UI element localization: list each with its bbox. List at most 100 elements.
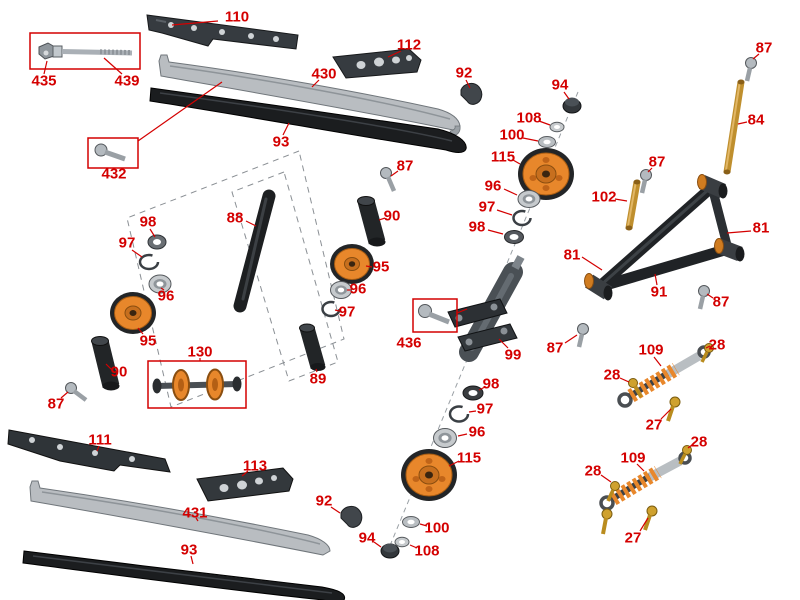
leader-line <box>654 273 658 286</box>
callout-97-20[interactable]: 97 <box>339 304 356 321</box>
callout-28-49[interactable]: 28 <box>604 367 621 384</box>
callout-92-38[interactable]: 92 <box>316 493 333 510</box>
callout-90-12[interactable]: 90 <box>111 364 128 381</box>
callout-100-35[interactable]: 100 <box>424 520 449 537</box>
callout-87-16[interactable]: 87 <box>397 158 414 175</box>
leader-line <box>456 308 468 314</box>
callout-87-13[interactable]: 87 <box>48 396 65 413</box>
callout-90-17[interactable]: 90 <box>384 208 401 225</box>
spacer-90-right <box>357 196 386 247</box>
roller-assembly-130 <box>152 368 242 401</box>
callout-28-53[interactable]: 28 <box>585 463 602 480</box>
leader-line <box>614 198 628 202</box>
callout-88-14[interactable]: 88 <box>227 210 244 227</box>
bolt-87-arm-left <box>576 323 589 348</box>
callout-97-9[interactable]: 97 <box>119 235 136 252</box>
callout-81-43[interactable]: 81 <box>564 247 581 264</box>
wear-rail-430 <box>158 54 461 137</box>
callout-99-29[interactable]: 99 <box>505 347 522 364</box>
leader-line <box>387 50 402 58</box>
tie-rod-84 <box>723 79 745 175</box>
leader-line <box>468 410 477 413</box>
ring-98-center-top <box>504 230 524 244</box>
leader-line <box>581 256 603 271</box>
callout-97-32[interactable]: 97 <box>477 401 494 418</box>
callout-28-50[interactable]: 28 <box>709 337 726 354</box>
callout-87-47[interactable]: 87 <box>547 340 564 357</box>
callout-28-54[interactable]: 28 <box>691 434 708 451</box>
callout-109-48[interactable]: 109 <box>638 342 663 359</box>
callout-96-19[interactable]: 96 <box>350 281 367 298</box>
callout-111-56[interactable]: 111 <box>88 432 111 449</box>
leader-line <box>619 377 630 383</box>
backer-plate-113 <box>196 467 294 502</box>
callout-89-21[interactable]: 89 <box>310 371 327 388</box>
ski-93-top <box>149 87 467 153</box>
spacer-89 <box>299 323 326 371</box>
callout-92-5[interactable]: 92 <box>456 65 473 82</box>
callout-431-58[interactable]: 431 <box>182 505 207 522</box>
callout-27-51[interactable]: 27 <box>646 417 663 434</box>
ring-98-center-bottom <box>462 385 484 401</box>
leader-line <box>282 122 290 136</box>
callout-96-26[interactable]: 96 <box>485 178 502 195</box>
callout-108-36[interactable]: 108 <box>414 543 439 560</box>
callout-94-37[interactable]: 94 <box>359 530 376 547</box>
leader-line <box>563 91 570 100</box>
group-box-435-439[interactable] <box>29 32 141 70</box>
callout-113-57[interactable]: 113 <box>243 458 267 475</box>
callout-435-1[interactable]: 435 <box>31 73 56 90</box>
callout-98-8[interactable]: 98 <box>140 214 157 231</box>
callout-430-4[interactable]: 430 <box>311 66 336 83</box>
callout-432-7[interactable]: 432 <box>101 166 126 183</box>
leader-line <box>660 408 672 420</box>
leader-line <box>137 327 144 335</box>
callout-109-52[interactable]: 109 <box>620 450 645 467</box>
callout-98-31[interactable]: 98 <box>483 376 500 393</box>
callout-93-59[interactable]: 93 <box>181 542 198 559</box>
callout-102-41[interactable]: 102 <box>591 189 616 206</box>
bolt-87-left <box>65 382 88 402</box>
bolt-87-top-right <box>744 57 757 82</box>
leader-line <box>465 79 471 89</box>
callout-115-25[interactable]: 115 <box>491 149 515 166</box>
callout-100-24[interactable]: 100 <box>499 127 524 144</box>
spindle-99 <box>447 255 525 362</box>
callout-93-6[interactable]: 93 <box>273 134 290 151</box>
callout-439-2[interactable]: 439 <box>114 73 139 90</box>
callout-110-0[interactable]: 110 <box>225 9 249 26</box>
leader-line <box>171 20 219 26</box>
callout-112-3[interactable]: 112 <box>397 37 421 54</box>
callout-115-34[interactable]: 115 <box>457 450 481 467</box>
leader-line <box>600 474 612 483</box>
callout-94-22[interactable]: 94 <box>552 77 569 94</box>
callout-108-23[interactable]: 108 <box>516 110 541 127</box>
leader-line <box>378 217 386 221</box>
shock-absorber-109-lower <box>599 451 692 511</box>
assembly-box-130[interactable] <box>147 360 247 409</box>
bolt-87-column <box>380 167 397 192</box>
leader-line <box>706 293 714 299</box>
callout-98-28[interactable]: 98 <box>469 219 486 236</box>
callout-436-30[interactable]: 436 <box>396 335 421 352</box>
callout-27-55[interactable]: 27 <box>625 530 642 547</box>
callout-91-45[interactable]: 91 <box>651 284 668 301</box>
callout-95-18[interactable]: 95 <box>373 259 390 276</box>
callout-81-44[interactable]: 81 <box>753 220 770 237</box>
callout-87-39[interactable]: 87 <box>756 40 773 57</box>
callout-87-46[interactable]: 87 <box>713 294 730 311</box>
callout-96-10[interactable]: 96 <box>158 288 175 305</box>
callout-97-27[interactable]: 97 <box>479 199 496 216</box>
callout-96-33[interactable]: 96 <box>469 424 486 441</box>
bolt-27-lower <box>643 505 658 531</box>
bolt-439 <box>52 45 133 58</box>
part-box-436[interactable] <box>412 298 458 333</box>
leader-line <box>538 120 551 126</box>
callout-130-15[interactable]: 130 <box>187 344 212 361</box>
callout-95-11[interactable]: 95 <box>140 333 157 350</box>
callout-87-42[interactable]: 87 <box>649 154 666 171</box>
part-box-432[interactable] <box>87 137 139 169</box>
assembly-outline-inner <box>231 171 339 382</box>
callout-84-40[interactable]: 84 <box>748 112 765 129</box>
